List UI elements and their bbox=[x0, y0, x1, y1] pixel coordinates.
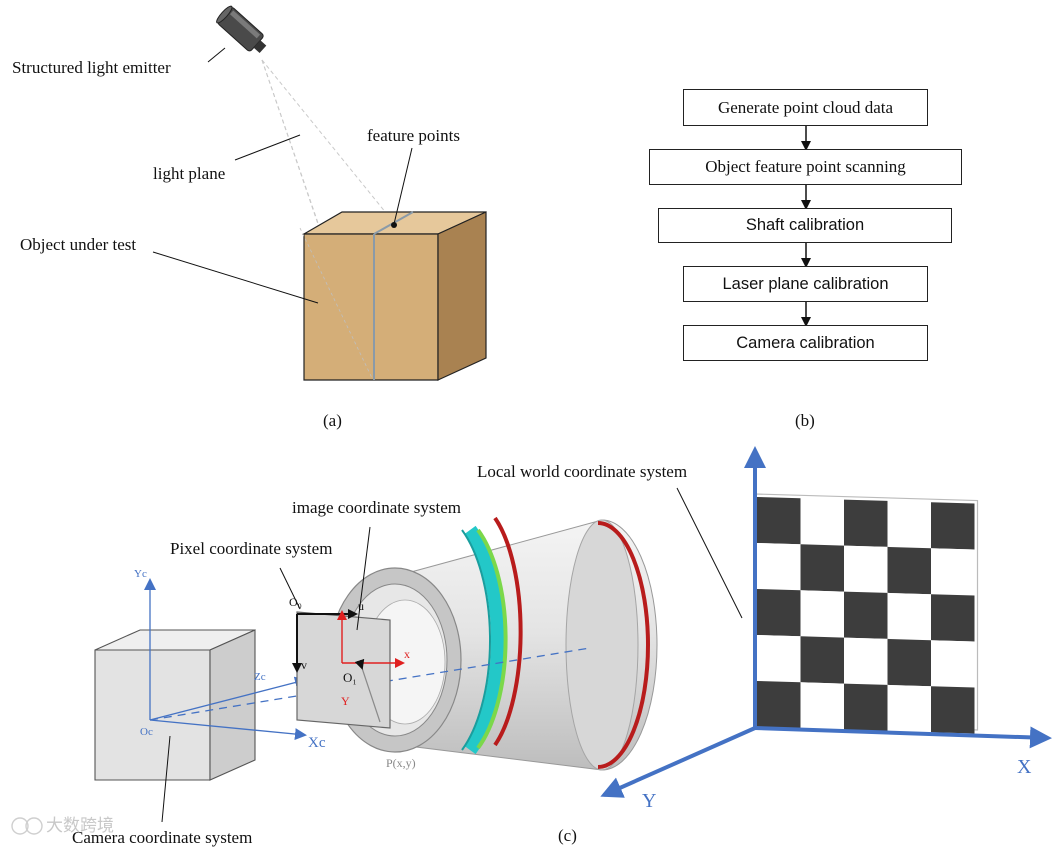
axis-label-x: x bbox=[404, 647, 410, 661]
axis-label-zc: Zc bbox=[254, 671, 266, 683]
checker-square bbox=[757, 589, 801, 637]
camera-axes bbox=[144, 578, 591, 741]
caption-a: (a) bbox=[323, 411, 342, 430]
checker-square bbox=[844, 591, 888, 639]
axis-label-o0: O₀ bbox=[289, 595, 302, 609]
axis-label-y-image: Y bbox=[341, 694, 350, 708]
checker-square bbox=[844, 637, 888, 685]
watermark-text: 大数跨境 bbox=[46, 816, 114, 836]
flow-step-5: Camera calibration bbox=[683, 325, 928, 361]
checker-square bbox=[931, 502, 975, 550]
checker-square bbox=[800, 544, 844, 592]
checker-square bbox=[887, 592, 931, 641]
flow-step-2: Object feature point scanning bbox=[649, 149, 962, 185]
flow-step-1: Generate point cloud data bbox=[683, 89, 928, 126]
world-axes bbox=[600, 446, 1052, 798]
checker-square bbox=[800, 590, 844, 638]
checker-square bbox=[844, 683, 888, 731]
checker-square bbox=[800, 636, 844, 684]
checker-square bbox=[887, 638, 931, 687]
feature-point-dot bbox=[391, 222, 397, 228]
label-structured-light-emitter: Structured light emitter bbox=[12, 58, 171, 77]
checker-square bbox=[931, 548, 975, 596]
label-pixel-cs: Pixel coordinate system bbox=[170, 539, 333, 558]
checker-square bbox=[931, 594, 975, 642]
checker-square bbox=[757, 681, 801, 729]
camera-cube bbox=[94, 629, 256, 781]
label-image-cs: image coordinate system bbox=[292, 498, 462, 517]
camera-cs-leader bbox=[161, 735, 171, 823]
caption-b: (b) bbox=[795, 411, 815, 430]
axis-label-oc: Oc bbox=[140, 726, 153, 738]
checker-square bbox=[757, 543, 801, 591]
checker-square bbox=[887, 500, 931, 549]
watermark-logo-icon bbox=[11, 817, 43, 835]
object-box bbox=[299, 211, 487, 381]
checker-square bbox=[844, 499, 888, 547]
axis-label-u: u bbox=[358, 599, 364, 613]
checker-square bbox=[931, 686, 975, 734]
checker-square bbox=[844, 545, 888, 593]
panel-a-leaders bbox=[152, 47, 413, 304]
flow-step-3: Shaft calibration bbox=[658, 208, 952, 243]
axis-label-o1: O₁ bbox=[343, 670, 357, 685]
axis-label-yc: Yc bbox=[134, 568, 147, 580]
axis-label-world-y: Y bbox=[642, 790, 657, 812]
label-local-world-cs: Local world coordinate system bbox=[477, 462, 688, 481]
label-light-plane: light plane bbox=[153, 164, 226, 183]
checker-square bbox=[757, 497, 801, 545]
label-feature-points: feature points bbox=[367, 126, 460, 145]
caption-c: (c) bbox=[558, 826, 577, 845]
checker-square bbox=[757, 635, 801, 683]
checker-square bbox=[887, 546, 931, 595]
checker-square bbox=[887, 684, 931, 733]
panel-a-graphics bbox=[152, 5, 487, 381]
light-emitter-icon bbox=[216, 5, 267, 54]
label-camera-cs: Camera coordinate system bbox=[72, 828, 253, 847]
checker-square bbox=[931, 640, 975, 688]
label-object-under-test: Object under test bbox=[20, 235, 137, 254]
axis-label-v: v bbox=[301, 658, 307, 672]
label-point-p: P(x,y) bbox=[386, 756, 416, 770]
checker-square bbox=[800, 498, 844, 546]
image-plane bbox=[279, 526, 405, 729]
checker-square bbox=[800, 682, 844, 730]
flow-step-4: Laser plane calibration bbox=[683, 266, 928, 302]
axis-label-world-x: X bbox=[1017, 756, 1032, 778]
checkerboard-target bbox=[754, 493, 979, 734]
axis-label-xc: Xc bbox=[308, 735, 326, 751]
world-cs-leader bbox=[676, 487, 743, 619]
